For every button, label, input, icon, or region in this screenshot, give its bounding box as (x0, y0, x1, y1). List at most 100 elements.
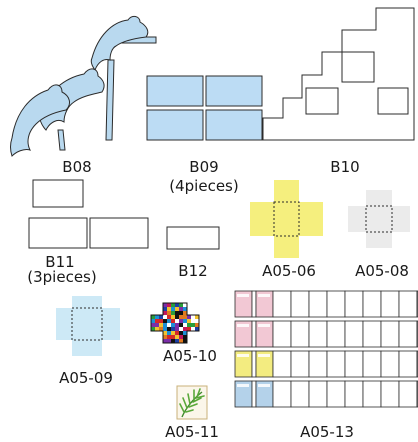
a05-08-label: A05-08 (355, 262, 409, 280)
a05-09-cross (56, 296, 120, 356)
b09-panel-4 (205, 109, 263, 141)
a05-10-mosaic (150, 302, 200, 344)
mosaic-tile (179, 303, 183, 307)
b09-label: B09 (189, 158, 218, 176)
strip-cell (290, 380, 310, 408)
b10-window-2 (341, 51, 375, 83)
strip-spine (251, 350, 257, 378)
a05-11-label: A05-11 (165, 423, 219, 441)
b11-panel-2 (28, 217, 88, 249)
strip-cell (326, 350, 346, 378)
strip-cell (380, 380, 400, 408)
strip-cell (308, 350, 328, 378)
mosaic-tile (163, 323, 167, 327)
mosaic-tile (183, 307, 187, 311)
mosaic-tile (179, 335, 183, 339)
b08-dolphin-stand (10, 15, 157, 157)
mosaic-tile (179, 339, 183, 343)
mosaic-tile (175, 323, 179, 327)
a05-06-shape (250, 180, 323, 258)
mosaic-tile (171, 315, 175, 319)
mosaic-tile (187, 319, 191, 323)
mosaic-tile (151, 327, 155, 331)
b08-pole-right (105, 59, 115, 141)
strip-cell (362, 290, 382, 318)
mosaic-tile (163, 331, 167, 335)
strip-cell (362, 380, 382, 408)
mosaic-tile (163, 335, 167, 339)
strip-spine (251, 290, 257, 318)
mosaic-outline (150, 302, 200, 344)
b12-panel (166, 226, 220, 250)
b08-label: B08 (62, 158, 91, 176)
mosaic-tile (183, 311, 187, 315)
strip-cell (326, 320, 346, 348)
strip-cell (380, 290, 400, 318)
mosaic-tile (167, 335, 171, 339)
strip-cover-print (258, 354, 270, 357)
b08-dolphin-bottom (10, 84, 70, 157)
mosaic-tile (159, 315, 163, 319)
strip-cell (272, 350, 292, 378)
strip-cell (398, 320, 418, 348)
mosaic-tile (183, 335, 187, 339)
mosaic-tile (171, 307, 175, 311)
b09-note: (4pieces) (169, 177, 238, 195)
strip-cell (272, 290, 292, 318)
mosaic-tile (195, 319, 199, 323)
strip-cover-print (237, 354, 249, 357)
mosaic-tile (163, 315, 167, 319)
a05-08-cross (348, 190, 410, 248)
b09-panel-3 (146, 109, 204, 141)
a05-09-shape (56, 296, 120, 356)
strip-cell (290, 350, 310, 378)
a05-09-label: A05-09 (59, 369, 113, 387)
strip-spine (251, 320, 257, 348)
a05-09-fold (71, 307, 103, 341)
b08-dolphin-middle (39, 68, 105, 131)
mosaic-tile (155, 319, 159, 323)
strip-cell (362, 320, 382, 348)
mosaic-tile (175, 315, 179, 319)
strip-cell (308, 320, 328, 348)
a05-13-strips (234, 290, 418, 408)
strip-cell (272, 380, 292, 408)
mosaic-tile (171, 319, 175, 323)
mosaic-tile (159, 323, 163, 327)
b10-window-1 (305, 87, 339, 115)
b11-panels (28, 179, 149, 249)
mosaic-tile (175, 331, 179, 335)
mosaic-tile (155, 315, 159, 319)
a05-06-cross (250, 180, 323, 258)
mosaic-tile (195, 327, 199, 331)
b11-note: (3pieces) (27, 268, 96, 286)
mosaic-tile (187, 327, 191, 331)
mosaic-tile (167, 327, 171, 331)
a05-06-fold (273, 201, 300, 237)
mosaic-tile (151, 319, 155, 323)
a05-08-shape (348, 190, 410, 248)
mosaic-tile (175, 335, 179, 339)
mosaic-tile (183, 323, 187, 327)
mosaic-tile (195, 323, 199, 327)
mosaic-tile (163, 307, 167, 311)
mosaic-tile (167, 307, 171, 311)
mosaic-tile (163, 303, 167, 307)
strip-cover-print (237, 324, 249, 327)
b10-window-3 (377, 87, 409, 115)
strip-cover-print (237, 294, 249, 297)
b11-panel-1 (32, 179, 84, 208)
b09-panel-1 (146, 75, 204, 107)
mosaic-tile (155, 327, 159, 331)
strip-cell (308, 380, 328, 408)
strip-cell (380, 320, 400, 348)
strip-cell (380, 350, 400, 378)
a05-08-fold (365, 205, 393, 233)
strip-cell (344, 380, 364, 408)
mosaic-tile (171, 311, 175, 315)
mosaic-tile (191, 327, 195, 331)
mosaic-tile (179, 327, 183, 331)
a05-10-label: A05-10 (163, 347, 217, 365)
mosaic-tile (167, 303, 171, 307)
